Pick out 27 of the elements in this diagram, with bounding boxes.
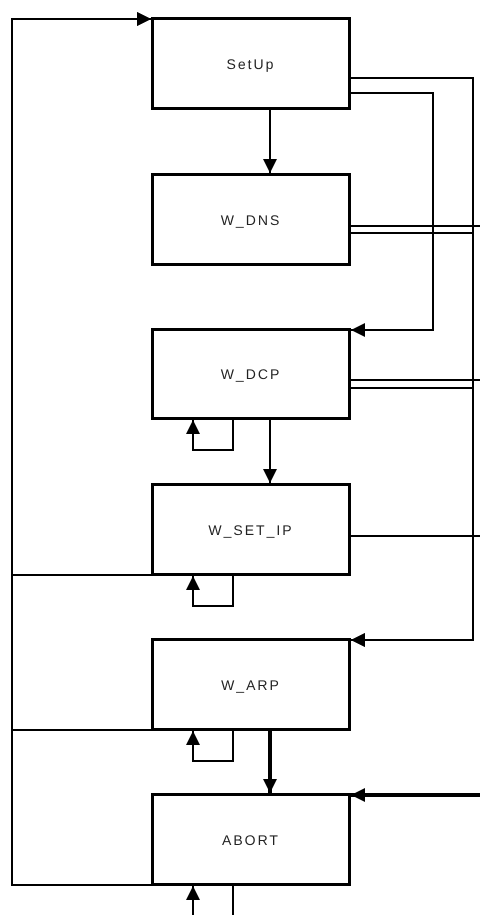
state-name: W_DNS (220, 212, 282, 228)
arrow (11, 12, 151, 886)
connector-line (351, 535, 480, 537)
state-name: W_ARP (221, 676, 281, 692)
state-name: W_SET_IP (208, 522, 294, 538)
arrow (351, 788, 480, 802)
loop-arrow (186, 420, 234, 451)
connector-line (232, 886, 234, 915)
arrow (263, 731, 277, 793)
arrow (263, 420, 277, 483)
loop-arrow (186, 576, 234, 607)
state-box (151, 638, 351, 731)
state-box (151, 173, 351, 266)
state-name: ABORT (222, 832, 280, 848)
loop-arrow (186, 731, 234, 762)
connector-line (351, 225, 480, 227)
state-box (151, 328, 351, 420)
connector-line (351, 379, 480, 381)
arrow (351, 387, 474, 647)
state-box (151, 793, 351, 886)
state-box (151, 17, 351, 110)
state-name: SetUp (226, 56, 276, 72)
arrow (263, 110, 277, 173)
arrow (186, 886, 200, 915)
arrow (351, 92, 434, 337)
state-box (151, 483, 351, 576)
state-name: W_DCP (220, 366, 282, 382)
